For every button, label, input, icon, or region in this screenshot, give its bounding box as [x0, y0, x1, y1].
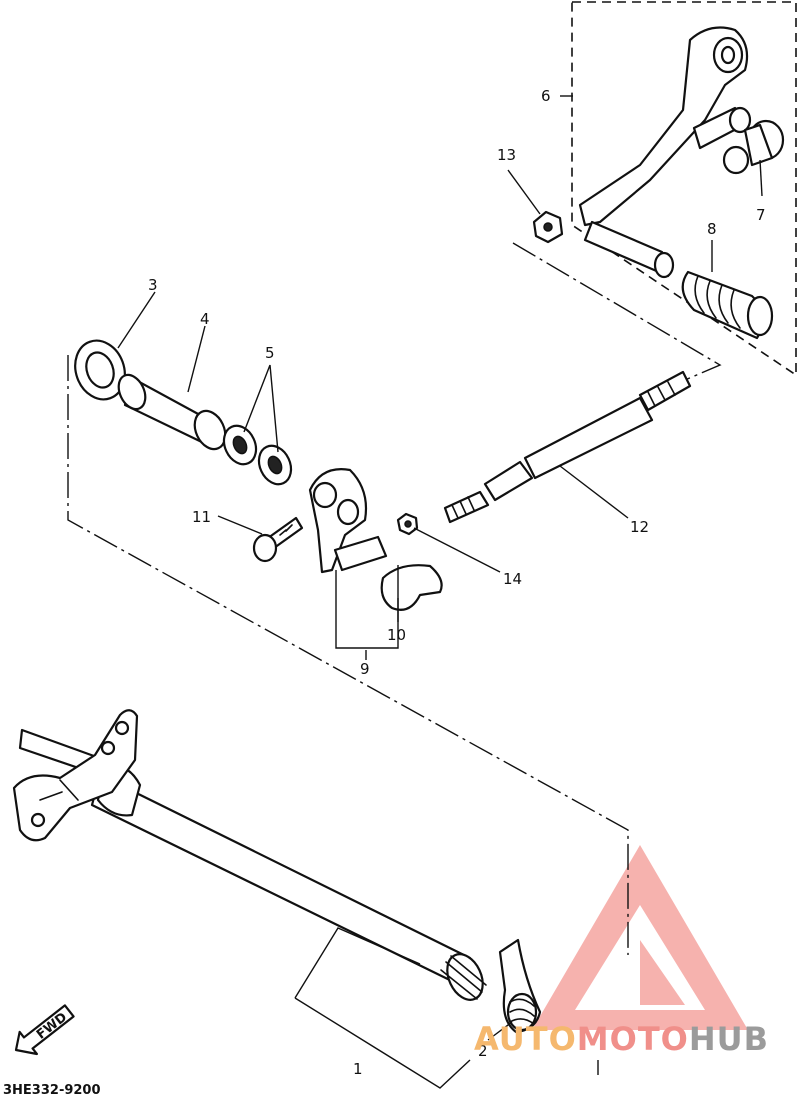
assembly-outlines [67, 1, 797, 1075]
washers [222, 424, 293, 486]
small-nut [396, 512, 419, 536]
callout-10: 10 [387, 626, 406, 644]
callout-13: 13 [497, 146, 516, 164]
callout-2: 2 [478, 1042, 488, 1060]
bolt [252, 516, 304, 563]
callout-9: 9 [360, 660, 370, 678]
watermark-part3: HUB [689, 1020, 769, 1058]
callout-8: 8 [707, 220, 717, 238]
watermark-logo [532, 845, 748, 1030]
callout-7: 7 [756, 206, 766, 224]
shift-arm [308, 468, 388, 574]
ball-joint [380, 564, 443, 611]
callout-5: 5 [265, 344, 275, 362]
pivot-bolt [722, 119, 785, 175]
nut [532, 210, 564, 244]
shift-pedal [578, 26, 752, 279]
callout-6: 6 [541, 87, 551, 105]
fwd-arrow-icon: FWD [14, 1004, 75, 1056]
collar [117, 373, 227, 451]
boundary-line-upper [512, 242, 722, 396]
watermark-text: AUTOMOTOHUB [474, 1020, 769, 1058]
callout-labels: 3 4 5 6 7 8 9 10 11 12 13 14 1 2 [148, 87, 766, 1078]
boundary-line-main [67, 355, 629, 955]
svg-text:AUTOMOTOHUB: AUTOMOTOHUB [474, 1020, 769, 1058]
watermark-part1: AUTO [474, 1020, 577, 1058]
pedal-rubber [681, 270, 774, 340]
callout-11: 11 [192, 508, 211, 526]
callout-1: 1 [353, 1060, 363, 1078]
shift-rod [443, 370, 692, 524]
oil-seal [74, 339, 126, 401]
watermark-part2: MOTO [577, 1020, 689, 1058]
callout-12: 12 [630, 518, 649, 536]
shift-shaft [12, 709, 487, 1001]
leader-lines [117, 95, 763, 1089]
callout-3: 3 [148, 276, 158, 294]
callout-4: 4 [200, 310, 210, 328]
callout-14: 14 [503, 570, 522, 588]
spring-arm [498, 938, 542, 1034]
diagram-code: 3HE332-9200 [3, 1083, 101, 1098]
